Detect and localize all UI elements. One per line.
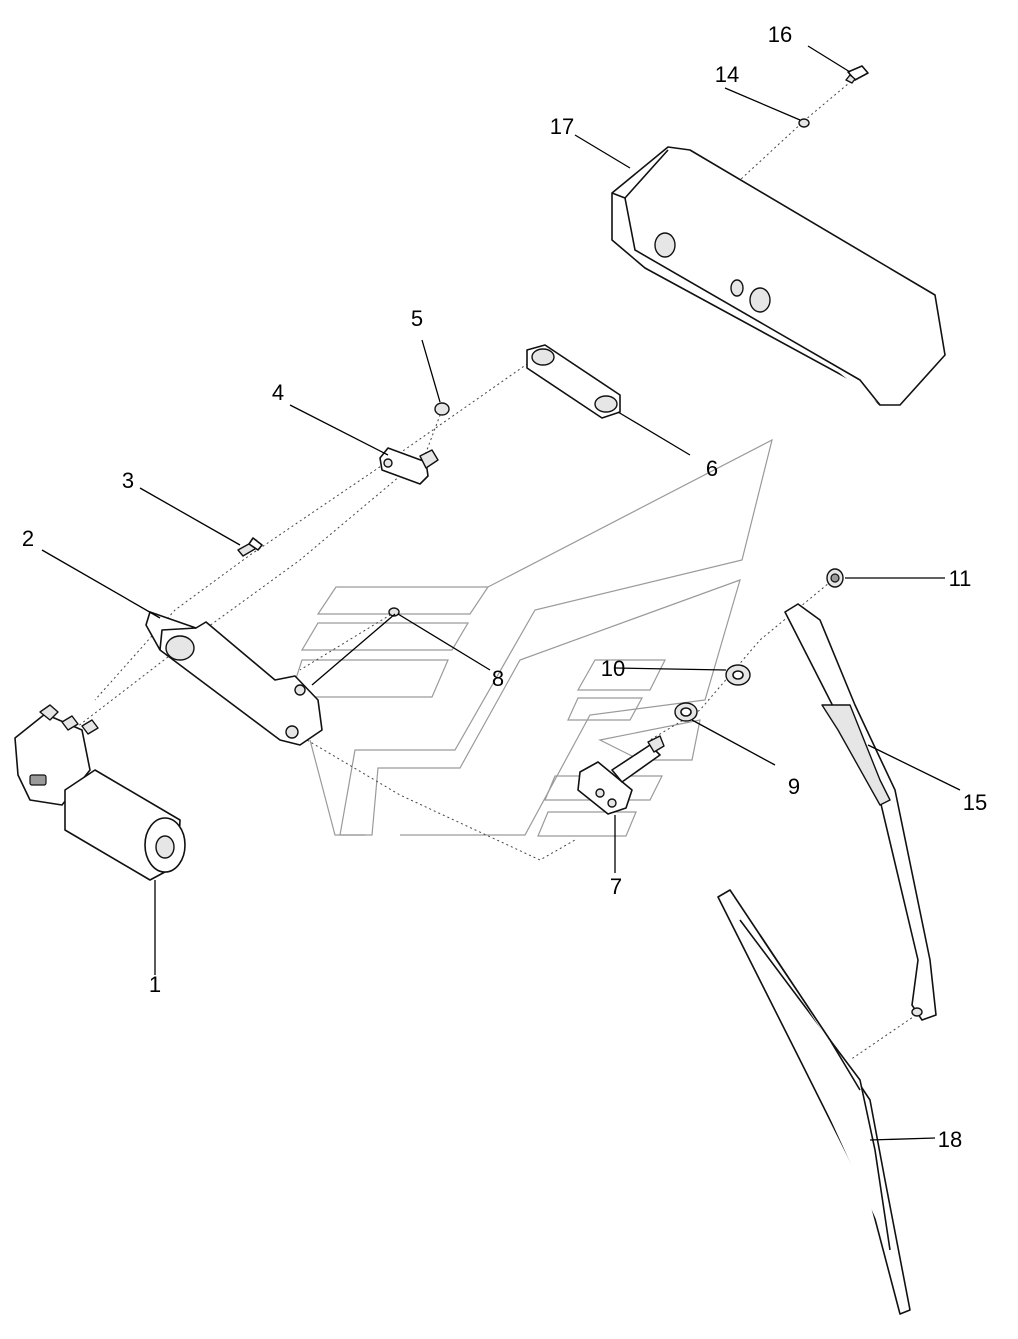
wiper-spindle bbox=[577, 735, 665, 815]
wiper-motor bbox=[14, 704, 186, 881]
spindle-washer bbox=[674, 702, 698, 722]
callout-3: 3 bbox=[122, 468, 134, 493]
callout-labels: 1 2 3 4 5 6 7 8 9 10 11 14 15 16 17 18 bbox=[22, 22, 987, 1152]
callout-5: 5 bbox=[411, 306, 423, 331]
callout-18: 18 bbox=[938, 1127, 962, 1152]
callout-10: 10 bbox=[601, 656, 625, 681]
spindle-nut bbox=[725, 664, 751, 686]
callout-14: 14 bbox=[715, 62, 739, 87]
callout-7: 7 bbox=[610, 874, 622, 899]
callout-9: 9 bbox=[788, 774, 800, 799]
watermark-logo bbox=[289, 438, 773, 837]
screw bbox=[237, 537, 263, 557]
callout-17: 17 bbox=[550, 114, 574, 139]
mounting-plate bbox=[145, 611, 323, 746]
leader-lines bbox=[41, 45, 961, 1141]
callout-4: 4 bbox=[272, 380, 284, 405]
cover-washer bbox=[798, 118, 810, 128]
wiper-arm bbox=[784, 603, 937, 1021]
pin-bracket bbox=[379, 447, 439, 485]
wiper-cover bbox=[611, 146, 946, 406]
small-screw bbox=[388, 607, 400, 617]
callout-1: 1 bbox=[149, 972, 161, 997]
callout-2: 2 bbox=[22, 526, 34, 551]
callout-6: 6 bbox=[706, 456, 718, 481]
callout-15: 15 bbox=[963, 790, 987, 815]
wiper-blade bbox=[717, 889, 911, 1315]
arm-nut bbox=[826, 568, 844, 588]
callout-16: 16 bbox=[768, 22, 792, 47]
link-rod bbox=[526, 344, 621, 419]
nut bbox=[434, 402, 450, 416]
callout-8: 8 bbox=[492, 666, 504, 691]
cover-bolt bbox=[845, 65, 869, 84]
callout-11: 11 bbox=[949, 566, 972, 591]
